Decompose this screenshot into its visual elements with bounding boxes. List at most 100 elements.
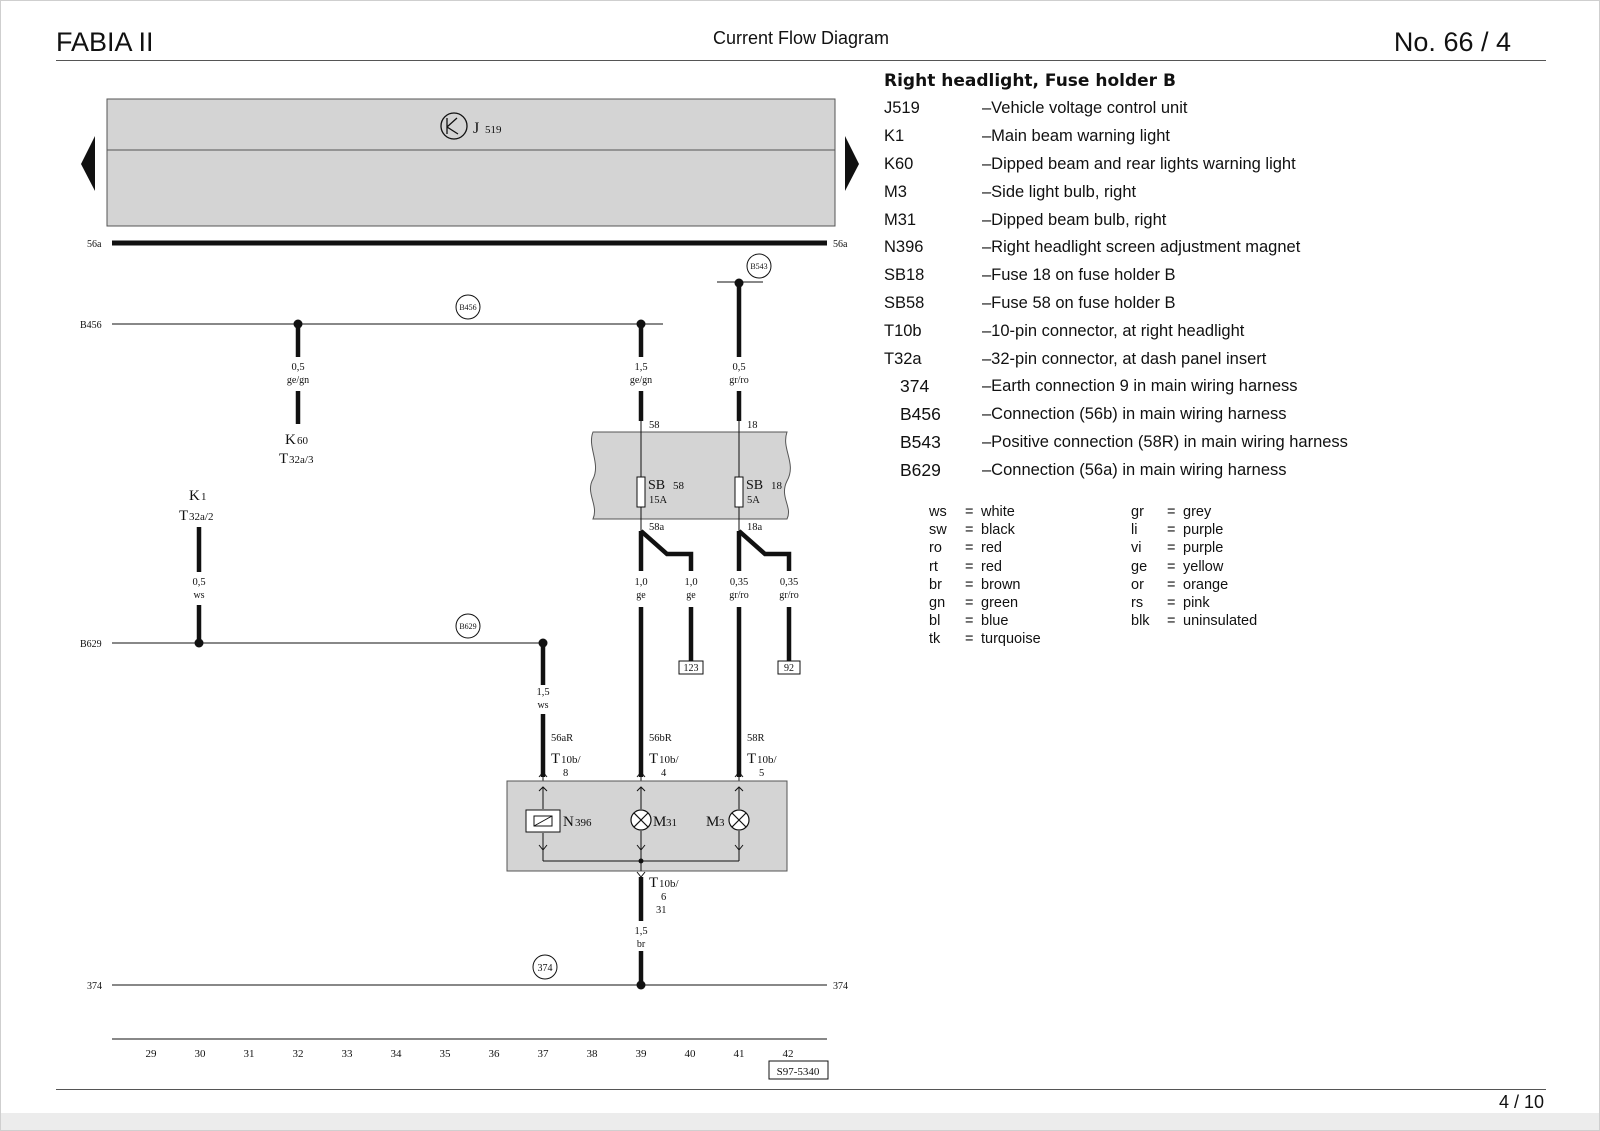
color-code: ro: [929, 540, 942, 557]
color-name: yellow: [1183, 558, 1224, 575]
pin-56ar-connector-sub: 10b/: [561, 754, 582, 766]
legend-code: K60: [884, 154, 914, 173]
footer-rule: [56, 1089, 1546, 1090]
wire-58r-branch-upper: [737, 529, 792, 571]
wire-k60-color: ge/gn: [287, 375, 309, 386]
color-code: li: [1131, 522, 1138, 539]
sb18-fuse-icon: [734, 476, 744, 508]
pin-56ar-connector: T: [551, 751, 560, 767]
pin-arrow-icon: [636, 771, 646, 781]
sb58-fuse-icon: [636, 476, 646, 508]
color-equals: =: [1167, 595, 1176, 612]
color-name: red: [981, 558, 1002, 575]
k1-label-sub: 1: [201, 491, 207, 503]
pin-56br-connector: T: [649, 751, 658, 767]
b543-connection-marker: [746, 253, 772, 279]
track-number: 31: [244, 1048, 255, 1060]
pin-58r-connector: T: [747, 751, 756, 767]
wire-k60-size: 0,5: [291, 362, 304, 373]
wire-ground-size: 1,5: [634, 926, 647, 937]
k60-connector-sub: 32a/3: [289, 454, 314, 466]
legend-row: B629–Connection (56a) in main wiring har…: [884, 456, 1564, 484]
junction-earth: [636, 980, 646, 990]
ref-box-123: [678, 660, 704, 675]
m31-label: M: [653, 814, 666, 830]
ground-terminal: 31: [656, 905, 667, 916]
wire-56b-branch-upper: [639, 529, 694, 571]
legend-description: –10-pin connector, at right headlight: [982, 321, 1245, 340]
junction-k1: [194, 638, 204, 648]
k60-label-sub: 60: [297, 435, 309, 447]
legend-code: 374: [900, 376, 930, 397]
legend-row: N396–Right headlight screen adjustment m…: [884, 234, 1564, 262]
k1-connector-sub: 32a/2: [189, 511, 213, 523]
sb18-label: SB: [746, 478, 763, 493]
header-rule: [56, 60, 1546, 61]
model-title: FABIA II: [56, 27, 154, 57]
color-code: rt: [929, 558, 938, 575]
k1-connector: T: [179, 508, 188, 524]
color-key-row: gr=grey: [1131, 503, 1311, 521]
drawing-code-box: [768, 1060, 829, 1080]
legend-code: B543: [900, 431, 941, 452]
color-name: pink: [1183, 595, 1210, 612]
ref-123-label: 123: [684, 663, 699, 674]
pin-56ar-number: 8: [563, 768, 568, 779]
wire-ground-color: br: [637, 939, 646, 950]
b456-marker-label: B456: [459, 303, 476, 312]
sb18-rating: 5A: [747, 495, 760, 506]
legend-code: T32a: [884, 349, 922, 368]
earth-374-marker: [532, 954, 558, 980]
control-unit-k-glyph: [446, 117, 459, 135]
ground-pin-number: 6: [661, 892, 666, 903]
legend-code: M3: [884, 182, 907, 201]
color-equals: =: [1167, 504, 1176, 521]
page-number: 4 / 10: [1498, 1092, 1544, 1112]
wire-n396-color: ws: [537, 700, 548, 711]
track-number: 42: [783, 1048, 794, 1060]
earth-374-left-label: 374: [87, 981, 102, 992]
pin-arrow-icon: [538, 771, 548, 781]
legend-code: M31: [884, 210, 917, 229]
sb18-label-num: 18: [771, 480, 783, 492]
legend-row: 374–Earth connection 9 in main wiring ha…: [884, 373, 1564, 401]
color-key-row: tk=turquoise: [929, 630, 1131, 648]
color-name: purple: [1183, 540, 1224, 557]
color-key-row: ws=white: [929, 503, 1131, 521]
viewer-background: [1, 1113, 1599, 1130]
color-equals: =: [965, 613, 974, 630]
legend-row: B543–Positive connection (58R) in main w…: [884, 429, 1564, 457]
legend-description: –Connection (56b) in main wiring harness: [982, 405, 1287, 424]
magnet-coil-inner-icon: [533, 815, 553, 827]
n396-label-sub: 396: [575, 817, 592, 829]
legend-row: SB58–Fuse 58 on fuse holder B: [884, 290, 1564, 318]
color-name: purple: [1183, 522, 1224, 539]
continuation-left-arrow-icon: [81, 136, 95, 191]
k1-label: K: [189, 488, 200, 504]
legend-code: B456: [900, 404, 941, 425]
color-equals: =: [1167, 540, 1176, 557]
color-equals: =: [965, 631, 974, 648]
sb58-terminal-in: 58: [649, 420, 660, 431]
b543-marker-label: B543: [750, 262, 767, 271]
pin-56br-signal: 56bR: [649, 733, 672, 744]
color-equals: =: [965, 558, 974, 575]
legend-description: –Dipped beam and rear lights warning lig…: [982, 154, 1296, 173]
legend-code: J519: [884, 99, 920, 118]
wire-58r-branch-color: gr/ro: [779, 590, 798, 601]
track-number: 38: [587, 1048, 599, 1060]
bus-56a-left-label: 56a: [87, 239, 102, 250]
wire-sb18-in-color: gr/ro: [729, 375, 748, 386]
return-arrows-icon: [538, 844, 744, 851]
track-number: 39: [636, 1048, 648, 1060]
legend-row: B456 –Connection (56b) in main wiring har…: [884, 401, 1564, 429]
color-name: green: [981, 595, 1019, 612]
m3-label: M: [706, 814, 719, 830]
legend-code: N396: [884, 238, 924, 257]
document-title: Current Flow Diagram: [712, 28, 890, 48]
earth-374-right-label: 374: [833, 981, 848, 992]
n396-label: N: [563, 814, 574, 830]
wiring-diagram: J 519 56a 56a B456 B456 0,5 ge/gn K 60 T…: [80, 98, 859, 1080]
earth-374-marker-label: 374: [538, 963, 553, 974]
